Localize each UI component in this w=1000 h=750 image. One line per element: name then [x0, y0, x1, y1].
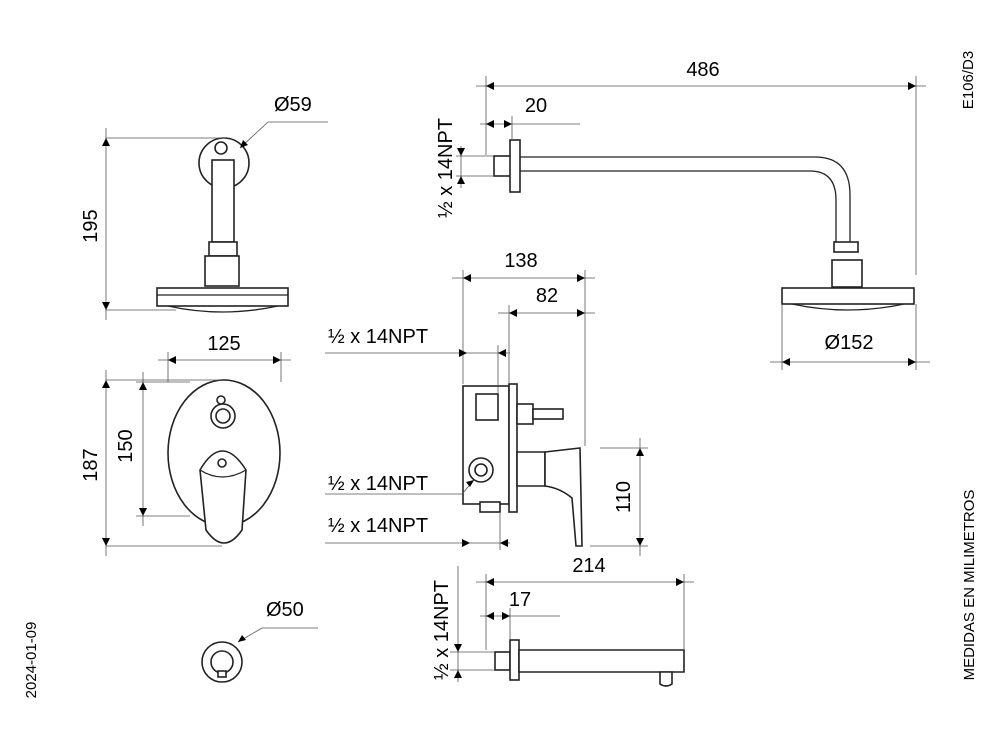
dim-spout-thread: ½ x 14NPT — [431, 566, 495, 682]
swivel-joint — [204, 255, 240, 287]
spout-screw-icon — [217, 670, 227, 678]
valve-side-view — [462, 383, 583, 547]
handle-hub — [516, 451, 546, 487]
dim-label-486: 486 — [686, 59, 719, 81]
spout-thread-stub — [494, 651, 511, 671]
dim-valve-bottom-thread: ½ x 14NPT — [325, 512, 510, 550]
plate-screw-icon — [216, 395, 226, 405]
arm-pipe-top-edge — [520, 156, 851, 242]
dim-arm-length: 486 — [476, 59, 926, 275]
spout-outlet — [659, 671, 673, 687]
dim-label-arm-thread: ½ x 14NPT — [435, 118, 457, 218]
dim-spout-offset: 17 — [480, 589, 560, 640]
dim-label-spout-thread: ½ x 14NPT — [431, 580, 453, 680]
dim-plate-height: 187 — [80, 370, 222, 556]
dim-plate-holes: 150 — [115, 372, 190, 526]
dim-label-o50: Ø50 — [266, 599, 304, 621]
dim-label-150: 150 — [115, 429, 137, 462]
dim-plate-width: 125 — [158, 333, 291, 382]
dim-label-valve-bottom-thread: ½ x 14NPT — [328, 515, 428, 537]
dim-valve-depth: 82 — [498, 285, 595, 384]
shower-side-view — [493, 139, 915, 311]
dim-head-diameter: Ø152 — [770, 304, 930, 370]
dim-valve-mid-thread: ½ x 14NPT — [325, 473, 475, 495]
spout-outlet-front — [210, 650, 234, 674]
dim-label-valve-top-thread: ½ x 14NPT — [328, 326, 428, 348]
sheet-date: 2024-01-09 — [23, 622, 40, 699]
dim-label-o59: Ø59 — [274, 94, 312, 116]
dim-label-138: 138 — [504, 250, 537, 272]
dim-spout-length: 214 — [476, 555, 694, 650]
shower-front-view — [156, 137, 289, 313]
handle-screw-icon — [217, 458, 227, 468]
dim-label-20: 20 — [525, 95, 547, 117]
diverter-stem — [516, 403, 534, 425]
dim-label-110: 110 — [613, 481, 635, 513]
dim-label-195: 195 — [80, 209, 102, 242]
spout-body — [518, 649, 685, 673]
dim-flange-diameter: Ø59 — [239, 94, 328, 149]
dim-shower-height: 195 — [80, 128, 226, 320]
valve-front-view — [167, 379, 281, 544]
shower-head-side — [156, 287, 289, 307]
dim-spout-flange: Ø50 — [237, 599, 318, 643]
dim-valve-width: 138 — [452, 250, 595, 446]
spout-side-view — [494, 639, 685, 687]
flange-screw-icon — [214, 141, 228, 155]
dim-label-o152: Ø152 — [825, 332, 874, 354]
mixer-handle-edge — [199, 469, 247, 478]
side-shower-head — [781, 287, 915, 305]
spout-front-view — [201, 641, 243, 683]
dim-label-17: 17 — [509, 589, 531, 611]
dim-handle-height: 110 — [590, 438, 648, 556]
arm-pipe-bottom-edge — [520, 170, 837, 242]
arm-wall-flange — [509, 139, 521, 193]
valve-side-port-inner — [474, 463, 488, 477]
units-note: MEDIDAS EN MILIMETROS — [961, 490, 978, 681]
diverter-knob-inner — [215, 408, 231, 424]
spout-wall-flange — [509, 639, 520, 681]
valve-bottom-port — [479, 501, 501, 513]
valve-top-port — [475, 393, 499, 421]
handle-lever-side — [544, 447, 583, 547]
diverter-cap — [532, 408, 564, 420]
dim-label-214: 214 — [572, 555, 605, 577]
arm-pipe — [211, 159, 235, 243]
dim-label-187: 187 — [80, 448, 102, 481]
arm-nut — [208, 241, 238, 257]
sheet-code: E106/D3 — [960, 51, 977, 109]
dim-arm-offset: 20 — [480, 95, 580, 140]
side-plate — [508, 383, 518, 513]
dim-label-125: 125 — [207, 333, 240, 355]
dim-arm-thread: ½ x 14NPT — [435, 118, 494, 218]
side-arm-nut — [833, 241, 859, 253]
side-swivel — [831, 259, 863, 288]
dim-label-82: 82 — [536, 285, 558, 307]
dim-label-valve-mid-thread: ½ x 14NPT — [328, 473, 428, 495]
shower-head-nozzles — [167, 305, 279, 313]
side-head-nozzles — [791, 303, 905, 311]
dim-valve-top-thread: ½ x 14NPT — [325, 326, 510, 394]
mixer-handle — [199, 450, 247, 544]
